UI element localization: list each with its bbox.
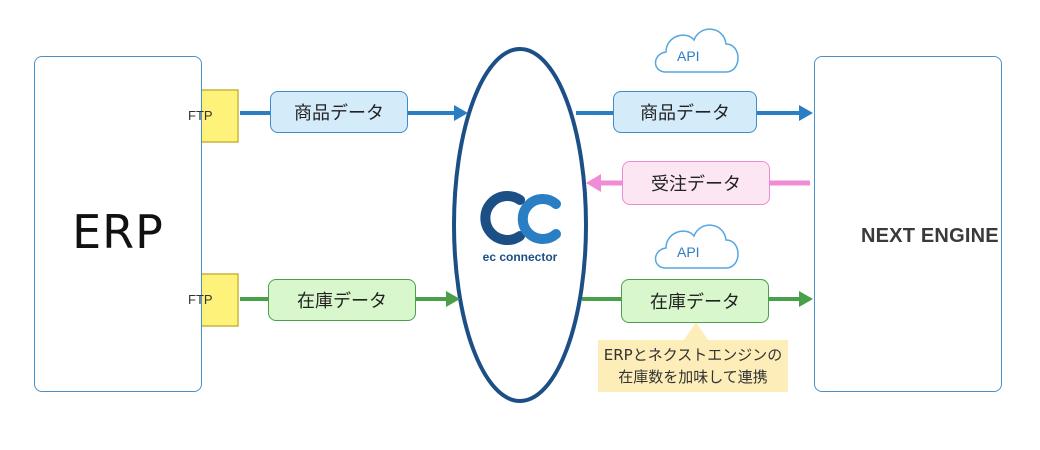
next-engine-logo: NEXT ENGINE <box>827 221 999 253</box>
api-cloud-icon <box>654 28 739 73</box>
next-engine-label: NEXT ENGINE <box>861 225 999 247</box>
ne-order-data-box: 受注データ <box>622 161 770 205</box>
api-cloud-icon <box>654 224 739 269</box>
ne-product-data-box: 商品データ <box>613 91 757 133</box>
api-label: API <box>677 48 700 64</box>
ne-product-data-label: 商品データ <box>640 103 730 124</box>
ec-connector-logo-icon <box>480 191 561 245</box>
note-line-1: ERPとネクストエンジンの <box>603 346 783 364</box>
note-pointer <box>684 322 708 340</box>
ftp-label: FTP <box>188 292 213 307</box>
erp-product-data-box: 商品データ <box>270 91 408 133</box>
erp-inventory-data-label: 在庫データ <box>297 291 387 312</box>
erp-product-data-label: 商品データ <box>294 103 384 124</box>
erp-inventory-data-box: 在庫データ <box>268 279 416 321</box>
ne-order-data-label: 受注データ <box>651 174 741 195</box>
erp-system-box: ERP <box>34 56 202 392</box>
ne-inventory-data-label: 在庫データ <box>650 292 740 313</box>
inventory-note-callout: ERPとネクストエンジンの 在庫数を加味して連携 <box>598 340 788 392</box>
ec-connector-label: ec connector <box>482 250 558 264</box>
erp-label: ERP <box>72 205 164 259</box>
next-engine-system-box: NEXT ENGINE <box>814 56 1002 392</box>
note-line-2: 在庫数を加味して連携 <box>618 368 768 386</box>
api-label: API <box>677 244 700 260</box>
ftp-label: FTP <box>188 108 213 123</box>
ne-inventory-data-box: 在庫データ <box>621 279 769 323</box>
